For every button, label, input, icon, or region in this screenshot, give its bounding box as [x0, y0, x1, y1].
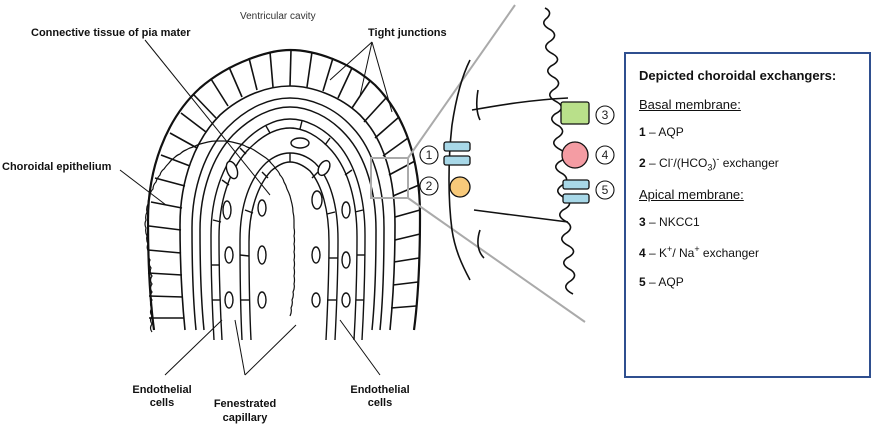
label-endothelial-cells-right-line1: Endothelial [350, 384, 409, 396]
label-choroidal-epithelium: Choroidal epithelium [2, 161, 112, 173]
legend-item-4: 4 – K+/ Na+ exchanger [639, 244, 859, 260]
zoom-callout [371, 5, 585, 322]
aqp-basal-channel [444, 142, 470, 165]
annotation-leaders [120, 40, 392, 375]
nkcc1-transporter [561, 102, 589, 124]
marker-1: 1 [420, 146, 438, 164]
choroidal-epithelium-layer [148, 50, 420, 330]
marker-4: 4 [596, 146, 614, 164]
erythrocytes [223, 138, 350, 308]
svg-text:3: 3 [602, 108, 609, 122]
exchanger-legend: Depicted choroidal exchangers: Basal mem… [624, 52, 871, 378]
label-endothelial-cells-left-line2: cells [150, 397, 174, 409]
legend-item-5: 5 – AQP [639, 275, 859, 289]
legend-item-1: 1 – AQP [639, 125, 859, 139]
legend-item-3: 3 – NKCC1 [639, 215, 859, 229]
label-endothelial-cells-left-line1: Endothelial [132, 384, 191, 396]
inner-capillary-wall [240, 153, 338, 340]
marker-5: 5 [596, 181, 614, 199]
label-ventricular-cavity: Ventricular cavity [240, 11, 316, 22]
aqp-apical-channel [563, 180, 589, 203]
legend-title: Depicted choroidal exchangers: [639, 68, 859, 83]
legend-basal-heading: Basal membrane: [639, 97, 859, 112]
legend-item-2: 2 – Cl-/(HCO3)- exchanger [639, 154, 859, 172]
svg-text:2: 2 [426, 179, 433, 193]
svg-text:1: 1 [426, 148, 433, 162]
cl-hco3-exchanger [450, 177, 470, 197]
label-fenestrated-capillary-line1: Fenestrated [214, 398, 276, 410]
svg-text:4: 4 [602, 148, 609, 162]
k-na-exchanger [562, 142, 588, 168]
svg-text:5: 5 [602, 183, 609, 197]
label-connective-tissue: Connective tissue of pia mater [31, 27, 191, 39]
outer-capillary-wall [211, 119, 365, 340]
label-tight-junctions: Tight junctions [368, 27, 447, 39]
marker-2: 2 [420, 177, 438, 195]
label-endothelial-cells-right-line2: cells [368, 397, 392, 409]
legend-apical-heading: Apical membrane: [639, 187, 859, 202]
marker-3: 3 [596, 106, 614, 124]
label-fenestrated-capillary-line2: capillary [223, 412, 269, 424]
